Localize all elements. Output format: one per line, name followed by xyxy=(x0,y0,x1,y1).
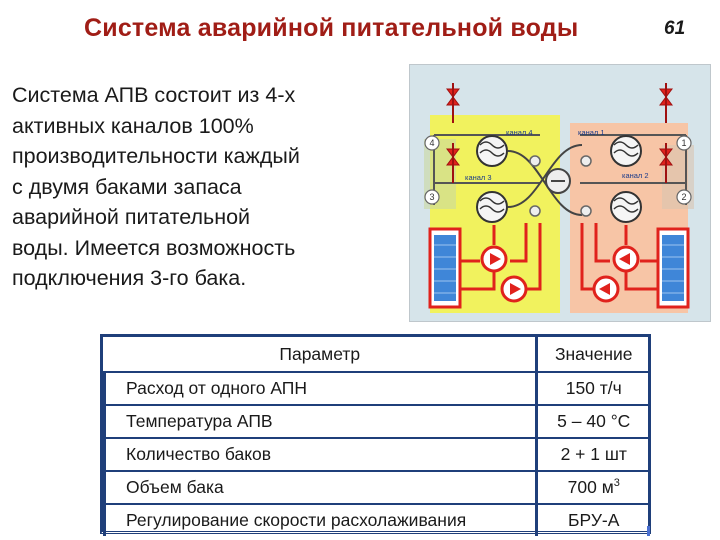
channel-number-circles xyxy=(424,135,692,205)
central-crossover xyxy=(507,144,583,216)
row-value: 150 т/ч xyxy=(536,372,650,406)
small-valve-icons xyxy=(529,155,592,217)
channel-number-2: 2 xyxy=(681,192,686,202)
table-row: Регулирование скорости расхолаживания БР… xyxy=(103,504,650,536)
channel-number-1: 1 xyxy=(681,138,686,148)
slide-title: Система аварийной питательной воды xyxy=(84,14,579,42)
heat-exchanger-icons xyxy=(476,135,642,223)
pump-icons xyxy=(480,245,640,303)
intro-line: Система АПВ состоит из 4-х xyxy=(12,83,296,107)
row-parameter: Температура АПВ xyxy=(103,405,538,439)
channel-number-4: 4 xyxy=(429,138,434,148)
channel-label-4: канал 4 xyxy=(506,128,533,137)
intro-text: Система АПВ состоит из 4-х активных кана… xyxy=(12,80,397,294)
diagram-svg: 4 3 1 2 канал 4 канал 1 канал 3 канал 2 xyxy=(424,83,694,313)
decorative-mark xyxy=(647,526,650,536)
table-row: Температура АПВ 5 – 40 °С xyxy=(103,405,650,439)
table-row: Количество баков 2 + 1 шт xyxy=(103,438,650,472)
row-parameter: Объем бака xyxy=(103,471,538,505)
row-parameter: Регулирование скорости расхолаживания xyxy=(103,504,538,536)
intro-line: производительности каждый xyxy=(12,144,300,168)
channel-label-3: канал 3 xyxy=(465,173,492,182)
row-value: 2 + 1 шт xyxy=(536,438,650,472)
header-parameter: Параметр xyxy=(104,337,538,373)
row-value: 700 м3 xyxy=(536,471,650,505)
row-value: 5 – 40 °С xyxy=(536,405,650,439)
channel-number-3: 3 xyxy=(429,192,434,202)
page-number: 61 xyxy=(664,18,686,39)
row-value: БРУ-А xyxy=(568,510,620,530)
channel-label-1: канал 1 xyxy=(578,128,605,137)
intro-line: аварийной питательной xyxy=(12,205,251,229)
tank-left xyxy=(428,227,462,309)
parameters-table: Параметр Значение Расход от одного АПН 1… xyxy=(100,334,651,536)
feedwater-system-diagram: 4 3 1 2 канал 4 канал 1 канал 3 канал 2 xyxy=(409,64,711,322)
table-row: Объем бака 700 м3 xyxy=(103,471,650,505)
valve-stems xyxy=(452,83,667,183)
channel-label-2: канал 2 xyxy=(622,171,649,180)
exchanger-coils xyxy=(479,141,639,213)
row-parameter: Количество баков xyxy=(103,438,538,472)
row-value-text: 700 м xyxy=(567,477,614,497)
intro-line: воды. Имеется возможность xyxy=(12,235,296,260)
header-value: Значение xyxy=(536,337,650,373)
row-parameter: Расход от одного АПН xyxy=(103,372,538,406)
intro-line: с двумя баками запаса xyxy=(12,174,242,199)
table-header-row: Параметр Значение xyxy=(104,337,650,373)
intro-line: активных каналов 100% xyxy=(12,113,254,138)
tank-right xyxy=(656,227,690,309)
row-value-superscript: 3 xyxy=(613,477,620,490)
table-row: Расход от одного АПН 150 т/ч xyxy=(103,372,650,406)
intro-line: подключения 3-го бака. xyxy=(12,266,247,290)
